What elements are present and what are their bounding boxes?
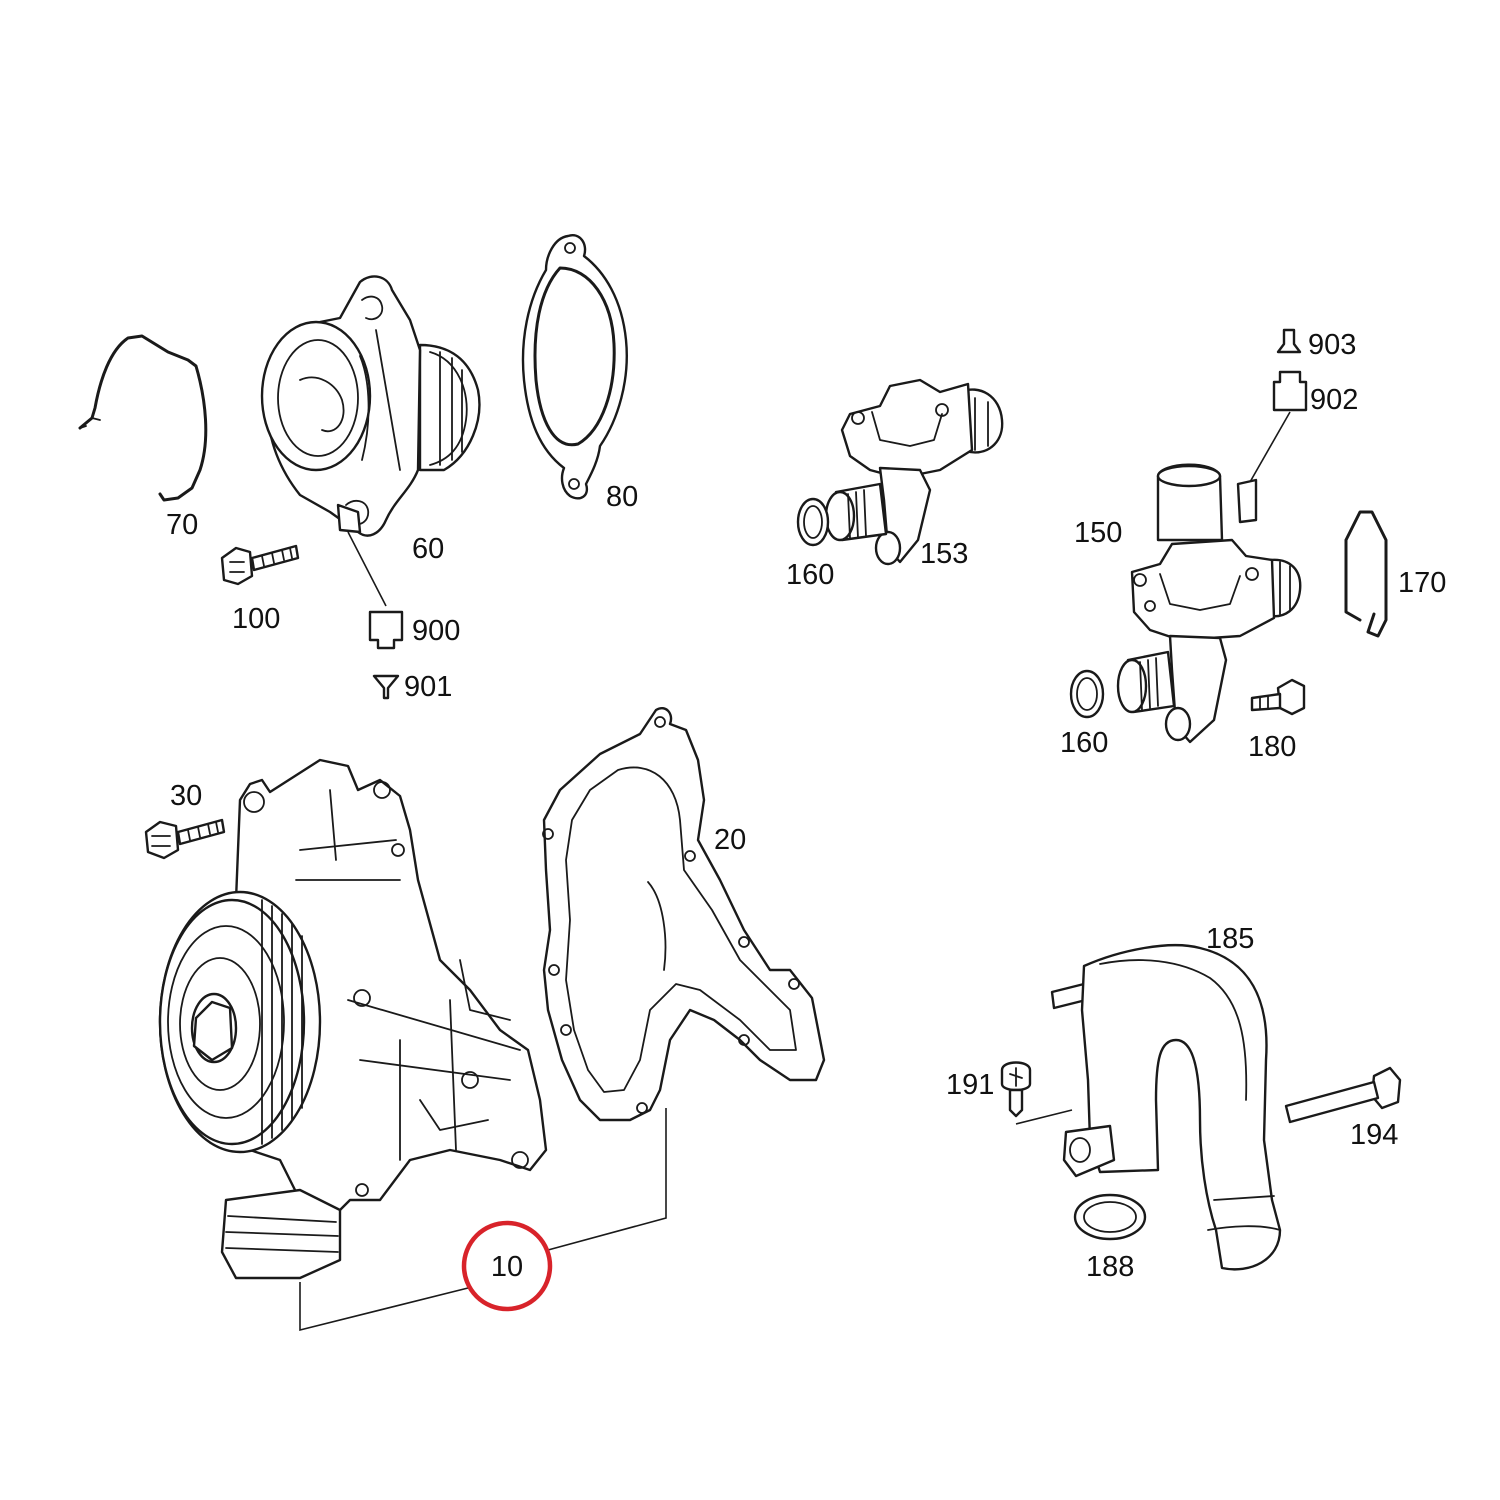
label-903: 903 — [1308, 329, 1356, 361]
leader-10-pump — [299, 1282, 469, 1332]
label-100: 100 — [232, 603, 280, 635]
part-10-water-pump — [158, 758, 548, 1280]
callout-circle — [461, 1220, 553, 1312]
leader-10-gasket — [547, 1108, 667, 1251]
part-70-wire-clip — [78, 334, 208, 502]
label-70: 70 — [166, 509, 198, 541]
label-191: 191 — [946, 1069, 994, 1101]
part-100-bolt — [220, 544, 300, 586]
label-194: 194 — [1350, 1119, 1398, 1151]
label-80: 80 — [606, 481, 638, 513]
label-30: 30 — [170, 780, 202, 812]
leader-900 — [347, 531, 387, 607]
part-150-coolant-valve-motor — [1116, 463, 1302, 744]
label-902: 902 — [1310, 384, 1358, 416]
part-30-bolt — [144, 818, 226, 860]
label-180: 180 — [1248, 731, 1296, 763]
part-901-pin-symbol — [372, 674, 400, 700]
label-10: 10 — [491, 1251, 523, 1283]
part-194-bolt — [1284, 1066, 1402, 1124]
part-902-connector-symbol — [1272, 370, 1308, 412]
label-900: 900 — [412, 615, 460, 647]
part-180-screw — [1250, 678, 1306, 716]
part-80-gasket — [521, 234, 628, 500]
label-160-upper: 160 — [786, 559, 834, 591]
leader-902 — [1249, 411, 1291, 483]
label-60: 60 — [412, 533, 444, 565]
label-153: 153 — [920, 538, 968, 570]
part-170-clip — [1344, 510, 1388, 638]
label-185: 185 — [1206, 923, 1254, 955]
part-191-screw — [1000, 1061, 1032, 1118]
part-20-pump-gasket — [542, 707, 826, 1122]
part-160-o-ring-upper — [796, 497, 830, 547]
label-170: 170 — [1398, 567, 1446, 599]
part-900-connector-symbol — [368, 610, 404, 650]
label-160-lower: 160 — [1060, 727, 1108, 759]
part-60-thermostat-housing — [260, 275, 481, 537]
label-188: 188 — [1086, 1251, 1134, 1283]
part-153-coolant-valve — [824, 378, 1004, 566]
leader-191 — [1015, 1109, 1073, 1125]
part-185-coolant-pipe — [1050, 943, 1282, 1271]
label-901: 901 — [404, 671, 452, 703]
part-903-pin-symbol — [1276, 328, 1302, 354]
label-20: 20 — [714, 824, 746, 856]
label-150: 150 — [1074, 517, 1122, 549]
